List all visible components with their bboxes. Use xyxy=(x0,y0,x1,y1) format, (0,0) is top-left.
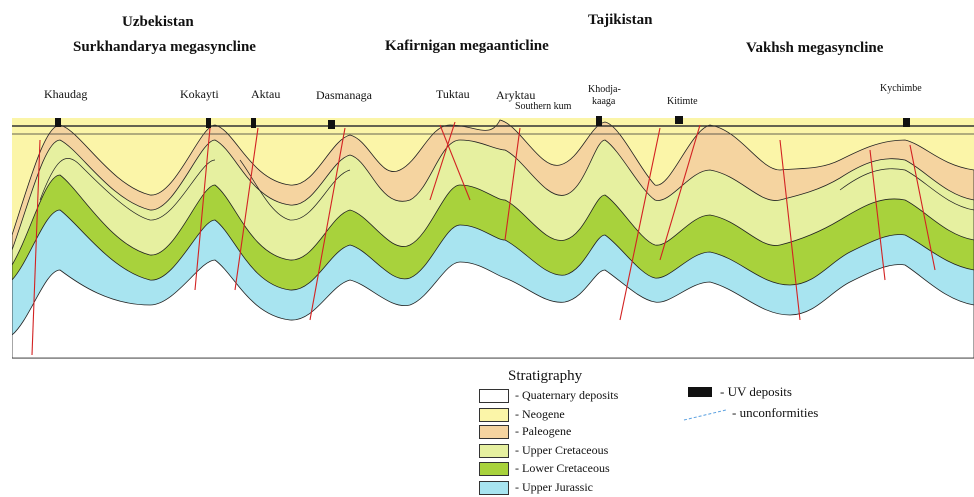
locality-kaaga: kaaga xyxy=(592,96,616,107)
faults-group xyxy=(31,121,936,356)
legend-label: - Quaternary deposits xyxy=(515,388,619,402)
bedding-line-1 xyxy=(39,158,216,221)
legend-item-paleogene: - Paleogene xyxy=(479,424,571,439)
bedding-line-3 xyxy=(839,168,974,211)
unconformity-symbol xyxy=(683,409,727,421)
fault-line xyxy=(234,127,259,291)
locality-aktau: Aktau xyxy=(251,87,281,101)
locality-southern-kum: Southern kum xyxy=(515,101,572,112)
fault-line xyxy=(309,127,346,321)
fault-line xyxy=(779,139,801,321)
legend-item-quaternary: - Quaternary deposits xyxy=(479,388,618,403)
locality-tuktau: Tuktau xyxy=(436,87,470,101)
legend-title: Stratigraphy xyxy=(508,368,583,384)
country-uzbekistan: Uzbekistan xyxy=(122,14,194,30)
legend-swatch xyxy=(479,424,509,439)
bedding-line-2 xyxy=(239,159,351,221)
fault-line xyxy=(619,127,661,321)
uv-deposit-marker xyxy=(903,118,910,127)
fault-line xyxy=(439,124,471,201)
legend-item-uv-deposits: - UV deposits xyxy=(688,384,792,400)
uv-deposit-marker xyxy=(328,120,335,129)
strata-group xyxy=(12,118,974,359)
legend-label: - Upper Jurassic xyxy=(515,480,593,494)
fault-line xyxy=(659,124,701,261)
geologic-cross-section xyxy=(12,116,974,359)
legend-item-neogene: - Neogene xyxy=(479,407,565,422)
fault-line xyxy=(869,149,886,281)
legend-item-upper-jurassic: - Upper Jurassic xyxy=(479,480,593,495)
fault-line xyxy=(504,127,521,241)
fault-line xyxy=(31,139,41,356)
uv-deposit-marker xyxy=(55,118,61,127)
legend-label: - Upper Cretaceous xyxy=(515,443,609,457)
legend-label: - unconformities xyxy=(732,405,819,420)
country-tajikistan: Tajikistan xyxy=(588,12,653,28)
uv-deposit-marker xyxy=(251,118,256,128)
legend-swatch xyxy=(479,388,509,403)
legend-swatch xyxy=(479,407,509,422)
locality-khodja: Khodja- xyxy=(588,84,621,95)
legend-swatch xyxy=(479,443,509,458)
locality-kokayti: Kokayti xyxy=(180,87,219,101)
uv-deposit-marker xyxy=(206,118,211,128)
locality-kychimbe: Kychimbe xyxy=(880,83,922,94)
locality-kitimte: Kitimte xyxy=(667,96,698,107)
region-surkhandarya: Surkhandarya megasyncline xyxy=(73,39,256,55)
pre-jurassic-base xyxy=(12,259,974,359)
legend-swatch xyxy=(479,480,509,495)
legend-item-lower-cretaceous: - Lower Cretaceous xyxy=(479,461,610,476)
uv-deposit-marker xyxy=(596,116,602,126)
legend-swatch xyxy=(479,461,509,476)
locality-aryktau: Aryktau xyxy=(496,88,536,102)
locality-khaudag: Khaudag xyxy=(44,87,88,101)
legend-label: - Neogene xyxy=(515,407,565,421)
legend-label: - Lower Cretaceous xyxy=(515,461,610,475)
legend-item-upper-cretaceous: - Upper Cretaceous xyxy=(479,443,608,458)
locality-dasmanaga: Dasmanaga xyxy=(316,88,372,102)
uv-deposit-swatch xyxy=(688,387,712,397)
fault-line xyxy=(194,127,211,291)
legend-label: - UV deposits xyxy=(720,384,792,399)
region-vakhsh: Vakhsh megasyncline xyxy=(746,40,884,56)
fault-line xyxy=(909,144,936,271)
uv-deposit-marker xyxy=(675,116,683,124)
legend-label: - Paleogene xyxy=(515,424,572,438)
legend-item-unconformities: - unconformities xyxy=(682,404,818,422)
region-kafirnigan: Kafirnigan megaanticline xyxy=(385,38,549,54)
uv-deposit-markers xyxy=(55,116,910,129)
fault-line xyxy=(429,121,456,201)
